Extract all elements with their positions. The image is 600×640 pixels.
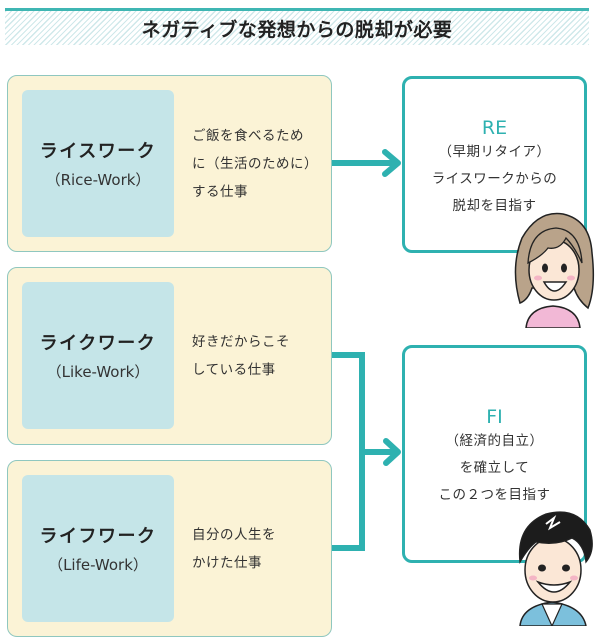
like-work-card: ライクワーク （Like-Work） 好きだからこそ している仕事 [7, 267, 332, 445]
header-banner: ネガティブな発想からの脱却が必要 [5, 8, 589, 45]
re-goal-title: RE [481, 117, 508, 139]
fi-arrow-head [383, 438, 401, 466]
like-work-english: （Like-Work） [46, 363, 150, 381]
goal-line: 脱却を目指す [452, 198, 537, 214]
description-line: ご飯を食べるため [192, 127, 304, 144]
man-avatar-icon [518, 511, 593, 626]
like-work-label-panel: ライクワーク （Like-Work） [22, 282, 174, 429]
description-line: している仕事 [192, 362, 276, 378]
life-work-label-panel: ライフワーク （Life-Work） [22, 475, 174, 622]
life-work-description: 自分の人生を かけた仕事 [192, 461, 276, 636]
fi-goal-title: FI [486, 406, 503, 428]
rice-work-label-panel: ライスワーク （Rice-Work） [22, 90, 174, 237]
page-title: ネガティブな発想からの脱却が必要 [141, 19, 453, 41]
goal-line: （経済的自立） [445, 433, 544, 449]
life-work-english: （Life-Work） [48, 556, 148, 574]
description-line: かけた仕事 [192, 554, 262, 571]
goal-line: （早期リタイア） [438, 144, 551, 160]
description-line: に（生活のために） [192, 155, 318, 172]
goal-line: この２つを目指す [438, 487, 551, 503]
woman-avatar-icon [514, 212, 595, 328]
re-goal-card: RE （早期リタイア） ライスワークからの 脱却を目指す [402, 76, 587, 253]
description-line: 好きだからこそ [192, 334, 290, 350]
rice-work-card: ライスワーク （Rice-Work） ご飯を食べるため に（生活のために） する… [7, 75, 332, 252]
description-line: する仕事 [192, 183, 248, 200]
re-arrow-head [382, 149, 401, 177]
rice-work-english: （Rice-Work） [45, 171, 151, 189]
goal-line: を確立して [459, 460, 530, 476]
life-work-card: ライフワーク （Life-Work） 自分の人生を かけた仕事 [7, 460, 332, 637]
like-work-name: ライクワーク [39, 333, 157, 354]
like-work-description: 好きだからこそ している仕事 [192, 268, 290, 444]
rice-work-name: ライスワーク [39, 141, 157, 162]
goal-line: ライスワークからの [431, 171, 558, 187]
description-line: 自分の人生を [192, 526, 276, 543]
rice-work-description: ご飯を食べるため に（生活のために） する仕事 [192, 76, 318, 251]
fi-bracket [332, 352, 365, 551]
life-work-name: ライフワーク [39, 526, 157, 547]
